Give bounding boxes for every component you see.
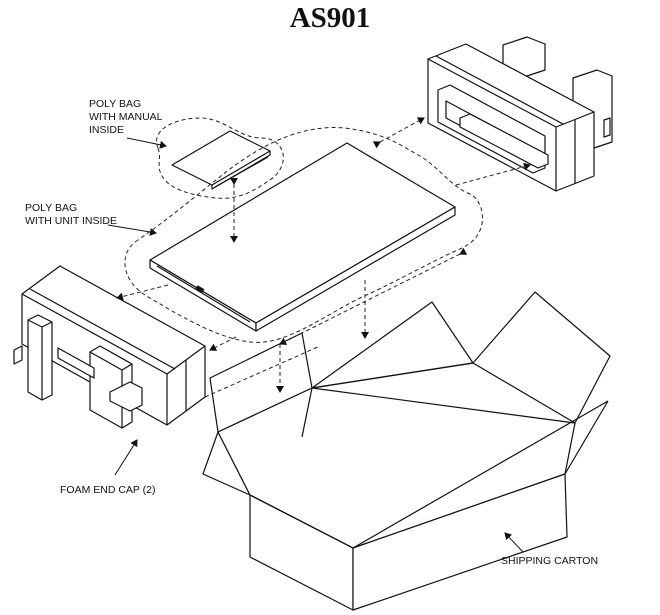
label-shipping-carton: SHIPPING CARTON bbox=[501, 555, 599, 567]
label-line: INSIDE bbox=[89, 124, 125, 136]
foam-end-cap-right bbox=[427, 36, 613, 192]
label-line: POLY BAG bbox=[89, 98, 142, 110]
placement-arrows bbox=[116, 117, 531, 398]
foam-end-cap-left bbox=[13, 265, 206, 429]
label-poly-bag-manual: POLY BAG WITH MANUAL INSIDE bbox=[89, 98, 163, 137]
label-line: WITH UNIT INSIDE bbox=[25, 215, 117, 227]
label-line: WITH MANUAL bbox=[89, 111, 163, 123]
label-foam-end-cap: FOAM END CAP (2) bbox=[60, 484, 156, 496]
poly-bag-manual bbox=[156, 117, 284, 199]
leader-arrows bbox=[107, 137, 524, 553]
label-poly-bag-unit: POLY BAG WITH UNIT INSIDE bbox=[25, 202, 117, 228]
diagram-title: AS901 bbox=[289, 2, 371, 34]
label-line: POLY BAG bbox=[25, 202, 78, 214]
